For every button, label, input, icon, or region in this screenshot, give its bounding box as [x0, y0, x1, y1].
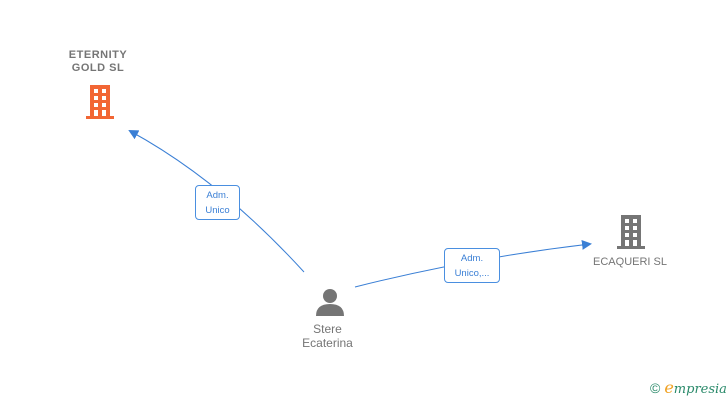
relation-label-line1: Adm.	[460, 253, 484, 264]
brand-e: e	[664, 378, 674, 397]
building-icon[interactable]	[84, 84, 116, 120]
relation-label-adm-unico[interactable]: Adm. Unico	[195, 185, 240, 220]
building-icon[interactable]	[615, 214, 647, 250]
relation-label-adm-unico-more[interactable]: Adm. Unico,...	[444, 248, 500, 283]
person-icon[interactable]	[315, 287, 345, 317]
company-ecaqueri-label[interactable]: ECAQUERI SL	[593, 256, 667, 268]
brand-rest: mpresia	[673, 382, 727, 397]
relation-label-line1: Adm.	[206, 190, 229, 201]
person-name-line2: Ecaterina	[302, 336, 353, 350]
company-eternity-gold-label[interactable]: ETERNITY GOLD SL	[48, 49, 148, 75]
company-name-line2: GOLD SL	[71, 62, 125, 74]
person-stere-ecaterina-label[interactable]: Stere Ecaterina	[280, 322, 375, 350]
person-name-line1: Stere	[313, 322, 342, 336]
copyright-icon: ©	[650, 380, 661, 396]
relation-label-line2: Unico	[205, 205, 230, 216]
empresia-logo: ©empresia	[650, 378, 727, 397]
company-name-line1: ETERNITY	[68, 49, 128, 61]
relation-label-line2: Unico,...	[454, 268, 490, 279]
